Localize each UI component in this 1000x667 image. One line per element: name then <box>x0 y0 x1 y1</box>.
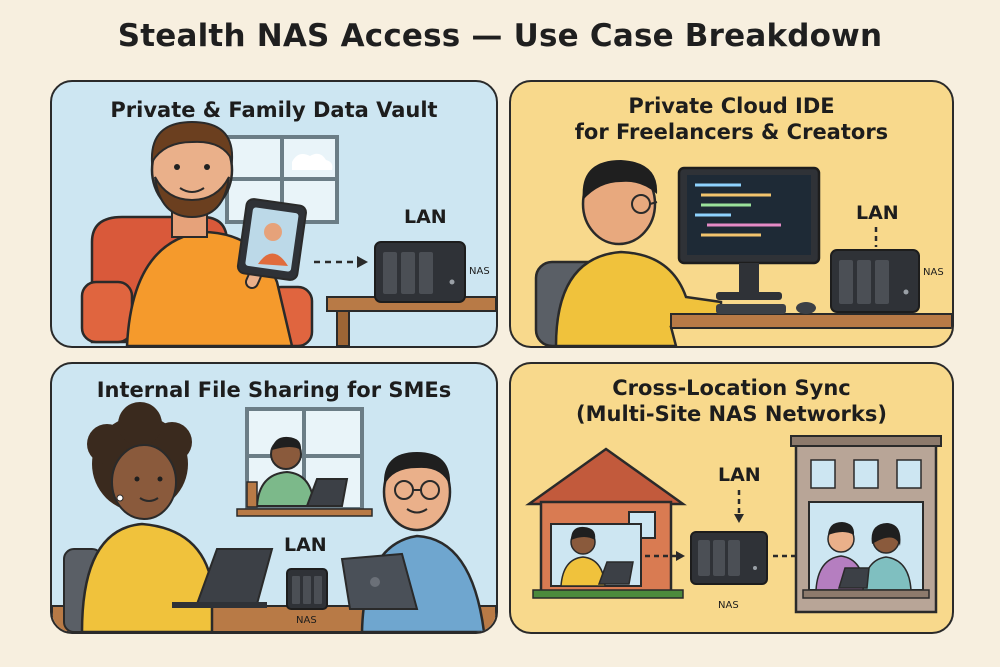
family-vault-illustration <box>80 120 496 346</box>
man-with-tablet <box>125 120 294 346</box>
office-building <box>790 435 942 614</box>
cross-location-illustration <box>525 435 942 614</box>
panel-title-line1: Cross-Location Sync <box>612 376 851 400</box>
nas-device <box>286 568 328 610</box>
nas-device <box>830 249 920 313</box>
lan-label: LAN <box>284 534 327 556</box>
panel-cross-location-sync: Cross-Location Sync (Multi-Site NAS Netw… <box>509 362 954 634</box>
panel-sme-file-sharing: Internal File Sharing for SMEs LAN NAS <box>50 362 498 634</box>
panel-title: Private & Family Data Vault <box>110 98 438 122</box>
monitor <box>677 166 821 300</box>
nas-device <box>374 241 466 303</box>
lan-label: LAN <box>856 202 899 224</box>
page-title: Stealth NAS Access — Use Case Breakdown <box>117 18 883 54</box>
panel-title: Internal File Sharing for SMEs <box>96 378 452 402</box>
panel-family-data-vault: Private & Family Data Vault LAN NAS <box>50 80 498 348</box>
panel-title: Cross-Location Sync (Multi-Site NAS Netw… <box>511 376 952 427</box>
man-with-laptop <box>340 452 486 632</box>
tablet <box>236 198 307 281</box>
nas-device <box>690 531 768 585</box>
nas-label: NAS <box>923 267 944 278</box>
panel-title-line2: (Multi-Site NAS Networks) <box>576 401 887 426</box>
nas-label: NAS <box>296 615 317 626</box>
lan-label: LAN <box>718 464 761 486</box>
remote-colleague-window <box>236 407 373 517</box>
lan-label: LAN <box>404 206 447 228</box>
nas-label: NAS <box>469 266 490 277</box>
panel-title: Private Cloud IDE for Freelancers & Crea… <box>511 94 952 145</box>
nas-label: NAS <box>718 600 739 611</box>
panel-title-line1: Private Cloud IDE <box>628 94 835 118</box>
house <box>525 447 687 599</box>
sme-sharing-illustration <box>52 402 496 632</box>
panel-private-cloud-ide: Private Cloud IDE for Freelancers & Crea… <box>509 80 954 348</box>
woman-with-laptop <box>63 402 274 632</box>
panel-title-line2: for Freelancers & Creators <box>574 119 889 144</box>
cloud-ide-illustration <box>534 160 952 346</box>
dashed-arrow <box>314 256 368 268</box>
